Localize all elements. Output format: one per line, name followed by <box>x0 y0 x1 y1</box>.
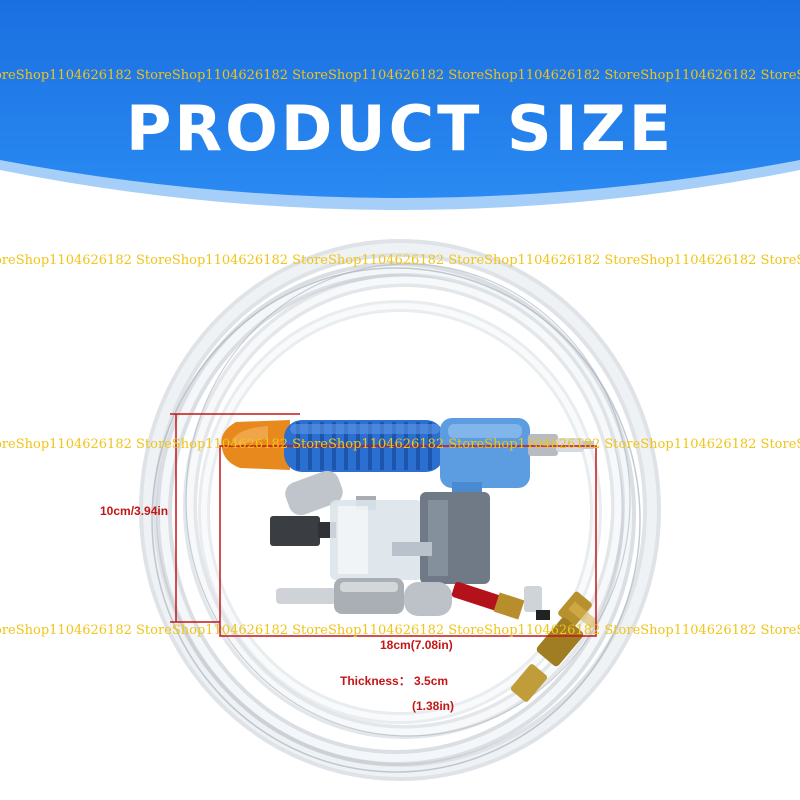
watermark-row: oreShop1104626182 StoreShop1104626182 St… <box>0 68 800 83</box>
banner-background <box>0 0 800 198</box>
page-title: PRODUCT SIZE <box>125 92 675 165</box>
watermark-row: oreShop1104626182 StoreShop1104626182 St… <box>0 623 800 638</box>
tubing-coil <box>139 239 661 781</box>
air-filter <box>270 470 490 584</box>
quick-coupler <box>276 578 550 620</box>
watermark-row: oreShop1104626182 StoreShop1104626182 St… <box>0 437 800 452</box>
length-label: 18cm(7.08in) <box>380 638 453 652</box>
brass-fitting <box>510 591 598 702</box>
thickness-label: Thickness： 3.5cm <box>340 674 449 688</box>
watermark-row: oreShop1104626182 StoreShop1104626182 St… <box>0 253 800 268</box>
dimension-lines <box>170 413 597 637</box>
spray-gun <box>221 418 594 502</box>
height-label: 10cm/3.94in <box>100 504 169 518</box>
thickness-imperial-label: (1.38in) <box>412 699 455 713</box>
